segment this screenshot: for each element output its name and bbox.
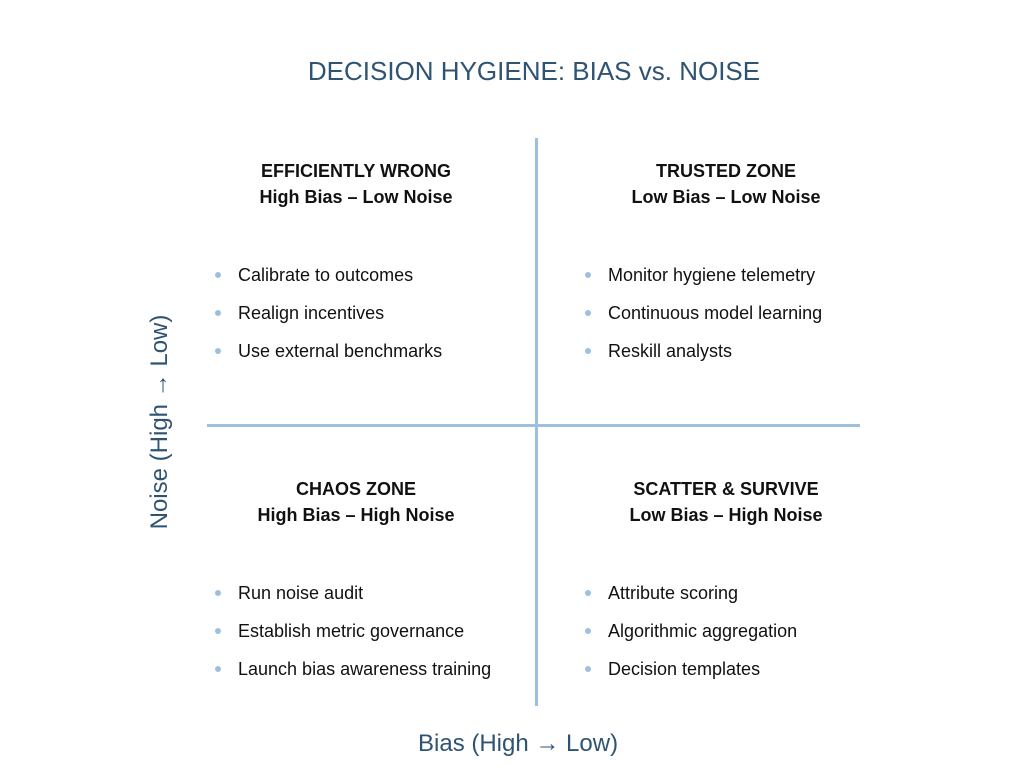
- list-item: Monitor hygiene telemetry: [580, 256, 896, 294]
- list-item: Attribute scoring: [580, 574, 896, 612]
- list-item: Reskill analysts: [580, 332, 896, 370]
- quadrant-title: CHAOS ZONE: [295, 479, 416, 499]
- list-item: Realign incentives: [210, 294, 526, 332]
- bullet-icon: [215, 272, 221, 278]
- quadrant-subtitle: Low Bias – Low Noise: [631, 187, 821, 207]
- quadrant-subtitle: Low Bias – High Noise: [629, 505, 823, 525]
- quadrant-title: EFFICIENTLY WRONG: [260, 161, 451, 181]
- list-item: Establish metric governance: [210, 612, 526, 650]
- bullet-icon: [215, 666, 221, 672]
- list-item: Continuous model learning: [580, 294, 896, 332]
- x-axis-label: Bias (High → Low): [418, 730, 619, 757]
- bullet-icon: [585, 590, 591, 596]
- list-item: Run noise audit: [210, 574, 526, 612]
- list-item: Algorithmic aggregation: [580, 612, 896, 650]
- bullet-icon: [585, 272, 591, 278]
- quadrant-subtitle: High Bias – Low Noise: [259, 187, 453, 207]
- quadrant-efficiently-wrong: EFFICIENTLY WRONG High Bias – Low Noise …: [186, 158, 526, 370]
- quadrant-title: SCATTER & SURVIVE: [633, 479, 819, 499]
- horizontal-axis-line: [207, 424, 860, 427]
- y-axis-label: Noise (High → Low): [146, 314, 173, 530]
- quadrant-scatter-survive: SCATTER & SURVIVE Low Bias – High Noise …: [556, 476, 896, 688]
- bullet-icon: [585, 628, 591, 634]
- bullet-icon: [215, 590, 221, 596]
- quadrant-subtitle: High Bias – High Noise: [257, 505, 455, 525]
- list-item: Calibrate to outcomes: [210, 256, 526, 294]
- bullet-icon: [585, 310, 591, 316]
- bullet-icon: [585, 666, 591, 672]
- list-item: Decision templates: [580, 650, 896, 688]
- list-item: Launch bias awareness training: [210, 650, 526, 688]
- quadrant-chaos-zone: CHAOS ZONE High Bias – High Noise Run no…: [186, 476, 526, 688]
- bullet-icon: [215, 628, 221, 634]
- quadrant-trusted-zone: TRUSTED ZONE Low Bias – Low Noise Monito…: [556, 158, 896, 370]
- bullet-icon: [585, 348, 591, 354]
- diagram-title: DECISION HYGIENE: BIAS vs. NOISE: [307, 56, 761, 86]
- bullet-icon: [215, 348, 221, 354]
- bullet-icon: [215, 310, 221, 316]
- list-item: Use external benchmarks: [210, 332, 526, 370]
- quadrant-title: TRUSTED ZONE: [655, 161, 796, 181]
- vertical-axis-line: [535, 138, 538, 706]
